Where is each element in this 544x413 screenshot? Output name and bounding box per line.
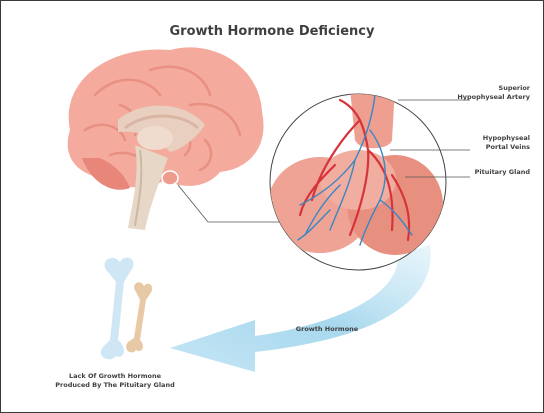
label-lack-of-gh-line1: Lack Of Growth Hormone [40,372,190,381]
pituitary-zoom-circle [268,88,446,270]
label-pituitary-gland: Pituitary Gland [420,168,530,177]
zoom-connector [178,185,282,222]
label-lack-of-gh-line2: Produced By The Pituitary Gland [40,381,190,390]
label-portal-veins-line1: Hypophyseal [420,134,530,143]
label-growth-hormone: Growth Hormone [282,325,372,334]
label-superior-artery: Superior Hypophyseal Artery [420,84,530,102]
label-lack-of-gh: Lack Of Growth Hormone Produced By The P… [40,372,190,390]
growth-arrow [170,245,431,372]
label-portal-veins: Hypophyseal Portal Veins [420,134,530,152]
label-portal-veins-line2: Portal Veins [420,143,530,152]
bone-short-icon [126,282,152,352]
label-superior-artery-line2: Hypophyseal Artery [420,93,530,102]
brain-illustration [68,47,264,230]
label-superior-artery-line1: Superior [420,84,530,93]
